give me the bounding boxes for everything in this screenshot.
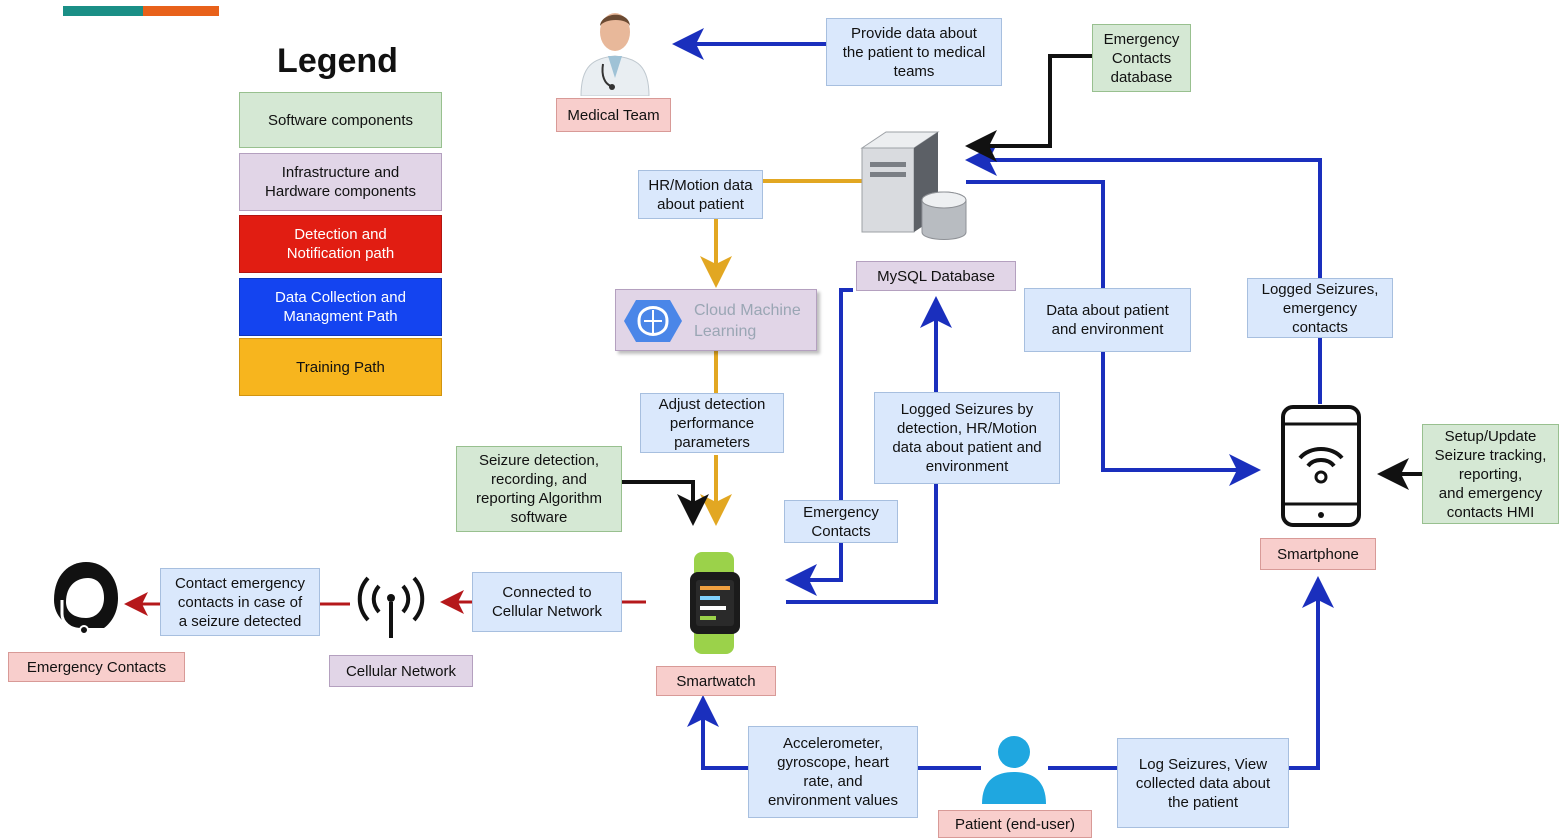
user-icon xyxy=(982,736,1046,804)
smartphone-label: Smartphone xyxy=(1260,538,1376,570)
legend-data-collection-path: Data Collection and Managment Path xyxy=(239,278,442,336)
server-database-icon xyxy=(860,131,967,240)
legend-infrastructure-components: Infrastructure and Hardware components xyxy=(239,153,442,211)
note-provide-data: Provide data about the patient to medica… xyxy=(826,18,1002,86)
legend-title: Legend xyxy=(277,42,398,80)
cloud-brain-icon xyxy=(624,300,682,342)
medical-team-label: Medical Team xyxy=(556,98,671,132)
note-log-seizures-view: Log Seizures, View collected data about … xyxy=(1117,738,1289,828)
cellular-network-label: Cellular Network xyxy=(329,655,473,687)
legend-software-components: Software components xyxy=(239,92,442,148)
smartwatch-icon xyxy=(690,552,740,654)
note-hr-motion: HR/Motion data about patient xyxy=(638,170,763,219)
antenna-icon xyxy=(357,576,425,638)
legend-training-path: Training Path xyxy=(239,338,442,396)
algorithm-software: Seizure detection, recording, and report… xyxy=(456,446,622,532)
top-accent-bar-teal xyxy=(63,6,143,16)
note-connected-cellular: Connected to Cellular Network xyxy=(472,572,622,632)
note-logged-seizures-detection: Logged Seizures by detection, HR/Motion … xyxy=(874,392,1060,484)
note-contact-emergency: Contact emergency contacts in case of a … xyxy=(160,568,320,636)
note-adjust-detection: Adjust detection performance parameters xyxy=(640,393,784,453)
emergency-contacts-database: Emergency Contacts database xyxy=(1092,24,1191,92)
top-accent-bar-orange xyxy=(143,6,219,16)
patient-label: Patient (end-user) xyxy=(938,810,1092,838)
cloud-machine-learning: Cloud Machine Learning xyxy=(615,289,817,351)
control-contacts-db-to-server xyxy=(965,54,1093,162)
headset-user-icon xyxy=(54,562,118,635)
setup-update-hmi: Setup/Update Seizure tracking, reporting… xyxy=(1422,424,1559,524)
cloud-ml-label: Cloud Machine Learning xyxy=(694,302,801,340)
note-data-patient-environment: Data about patient and environment xyxy=(1024,288,1191,352)
note-sensor-values: Accelerometer, gyroscope, heart rate, an… xyxy=(748,726,918,818)
legend-detection-path: Detection and Notification path xyxy=(239,215,442,273)
doctor-icon xyxy=(580,13,650,96)
note-emergency-contacts: Emergency Contacts xyxy=(784,500,898,543)
note-logged-seizures-contacts: Logged Seizures, emergency contacts xyxy=(1247,278,1393,338)
data-path-mysql-to-smartwatch-contacts xyxy=(785,288,853,596)
smartphone-wireless-icon xyxy=(1281,405,1361,527)
smartwatch-label: Smartwatch xyxy=(656,666,776,696)
control-algorithm-to-smartwatch xyxy=(622,480,709,526)
emergency-contacts-label: Emergency Contacts xyxy=(8,652,185,682)
mysql-database-label: MySQL Database xyxy=(856,261,1016,291)
